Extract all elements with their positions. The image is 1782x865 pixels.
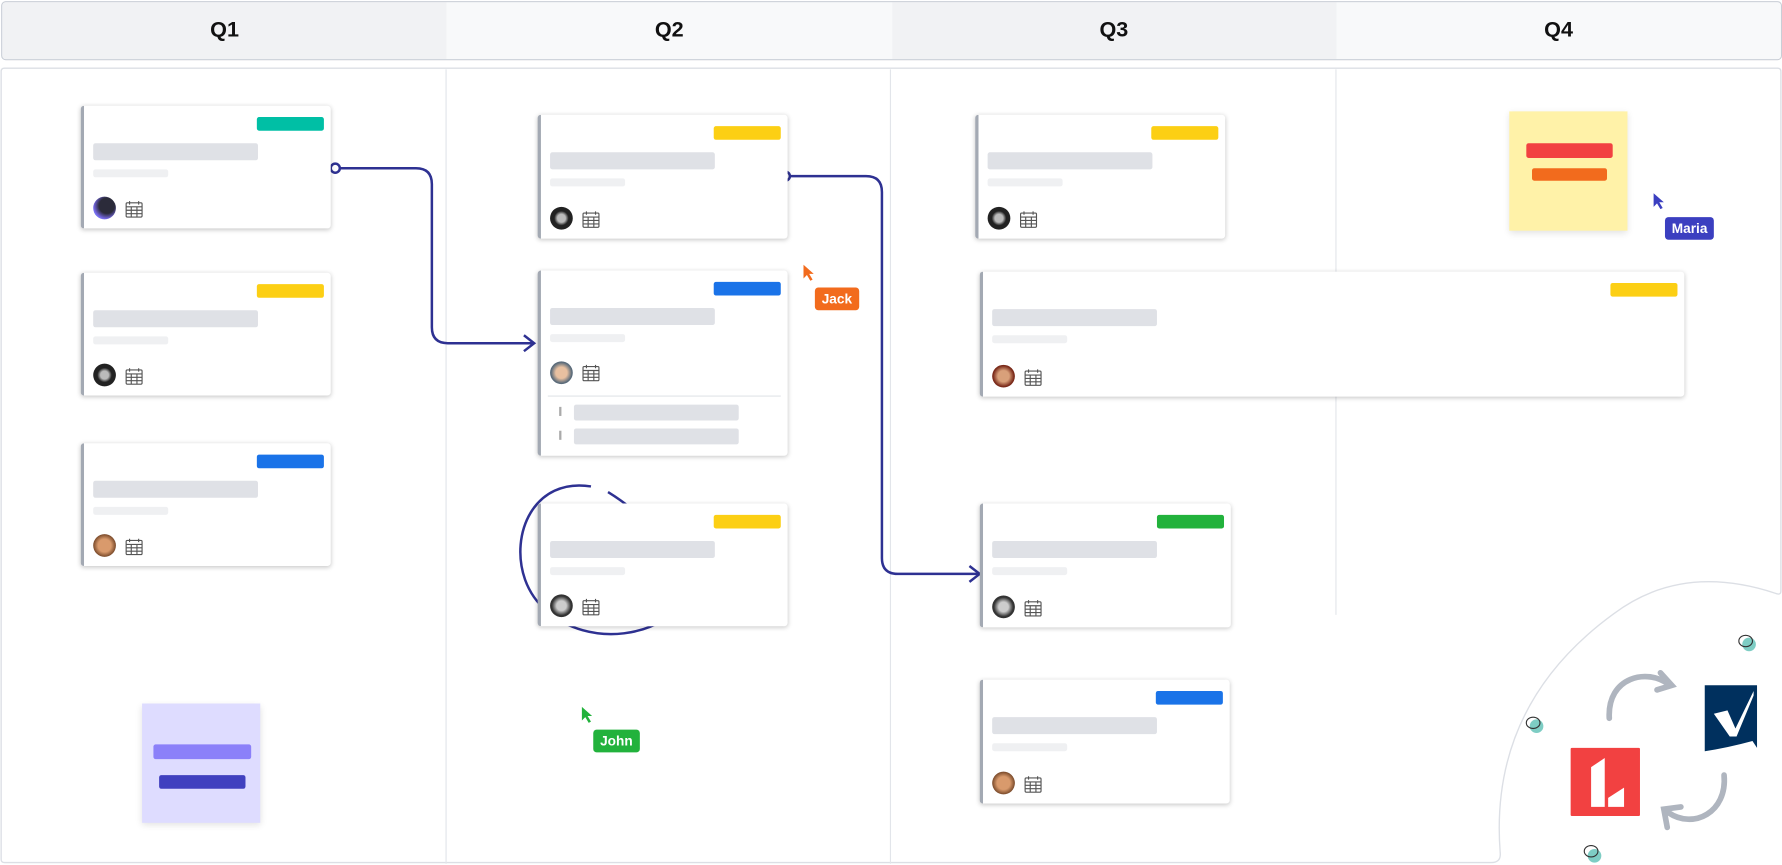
card-subtitle-placeholder xyxy=(550,334,626,343)
column-divider xyxy=(889,69,892,864)
card-title-placeholder xyxy=(93,480,258,498)
calendar-icon xyxy=(125,538,143,556)
calendar-icon xyxy=(582,211,600,228)
card-title-placeholder xyxy=(93,143,258,161)
avatar xyxy=(550,361,573,385)
status-tag xyxy=(256,454,324,469)
sticky-note-yellow[interactable] xyxy=(1509,111,1628,231)
calendar-icon xyxy=(1024,776,1042,793)
card-title-placeholder xyxy=(550,152,715,170)
lucid-logo xyxy=(1570,747,1640,817)
integration-graphic xyxy=(1525,634,1758,863)
status-tag xyxy=(713,126,781,140)
subtask-divider xyxy=(547,395,781,397)
card-subtitle-placeholder xyxy=(992,567,1068,576)
decorative-dot xyxy=(1738,634,1756,652)
calendar-icon xyxy=(125,201,143,218)
status-tag xyxy=(1155,690,1223,705)
task-card-wide[interactable] xyxy=(979,271,1685,397)
task-card[interactable] xyxy=(975,114,1226,239)
avatar xyxy=(992,364,1015,388)
card-subtitle-placeholder xyxy=(992,743,1068,752)
task-card[interactable] xyxy=(979,503,1231,628)
status-tag xyxy=(1610,282,1678,297)
avatar xyxy=(550,206,573,230)
status-tag xyxy=(256,284,324,298)
column-header-q2: Q2 xyxy=(446,2,892,60)
sync-arrows-icon xyxy=(1606,669,1727,831)
status-tag xyxy=(1156,514,1225,529)
cursor-pointer-icon xyxy=(803,264,814,281)
note-line xyxy=(159,775,246,789)
calendar-icon xyxy=(582,598,600,616)
avatar xyxy=(992,595,1015,619)
calendar-icon xyxy=(125,368,143,385)
card-title-placeholder xyxy=(550,540,715,559)
card-title-placeholder xyxy=(93,310,258,328)
avatar xyxy=(992,771,1015,795)
task-card[interactable] xyxy=(80,105,331,229)
card-subtitle-placeholder xyxy=(93,336,169,345)
card-subtitle-placeholder xyxy=(987,178,1063,187)
column-header-q3: Q3 xyxy=(891,2,1337,60)
card-title-placeholder xyxy=(987,152,1153,170)
card-subtitle-placeholder xyxy=(93,169,169,178)
note-line xyxy=(1526,143,1613,158)
card-title-placeholder xyxy=(550,307,715,326)
card-title-placeholder xyxy=(992,540,1157,559)
decorative-dot xyxy=(1583,844,1602,863)
collaborator-label-john: John xyxy=(593,729,640,753)
task-card-with-subtasks[interactable] xyxy=(537,270,788,456)
subtask-handle xyxy=(559,430,562,440)
calendar-icon xyxy=(1020,211,1038,228)
card-subtitle-placeholder xyxy=(550,178,626,187)
status-tag xyxy=(713,514,781,529)
column-divider xyxy=(445,69,447,864)
task-card[interactable] xyxy=(537,503,788,627)
card-subtitle-placeholder xyxy=(992,335,1068,344)
card-title-placeholder xyxy=(992,717,1157,735)
cursor-pointer-icon xyxy=(1653,193,1664,210)
status-tag xyxy=(713,281,781,296)
column-header-q1: Q1 xyxy=(2,2,447,60)
calendar-icon xyxy=(1024,369,1042,386)
task-card[interactable] xyxy=(80,443,331,566)
task-card[interactable] xyxy=(537,114,788,239)
avatar xyxy=(93,363,116,387)
avatar xyxy=(987,206,1011,230)
task-card[interactable] xyxy=(979,679,1230,804)
smartsheet-logo xyxy=(1704,685,1758,752)
cursor-pointer-icon xyxy=(581,706,593,723)
subtask[interactable] xyxy=(573,428,739,445)
avatar xyxy=(93,196,116,220)
decorative-dot xyxy=(1525,716,1544,734)
calendar-icon xyxy=(582,364,600,382)
quarter-header: Q1 Q2 Q3 Q4 xyxy=(1,1,1782,61)
sticky-note-purple[interactable] xyxy=(142,703,261,823)
card-title-placeholder xyxy=(992,309,1157,327)
calendar-icon xyxy=(1024,600,1042,617)
status-tag xyxy=(256,117,324,131)
avatar xyxy=(550,594,573,618)
collaborator-label-jack: Jack xyxy=(814,287,859,311)
status-tag xyxy=(1151,126,1219,140)
card-subtitle-placeholder xyxy=(93,506,169,515)
note-line xyxy=(1532,168,1608,181)
task-card[interactable] xyxy=(80,272,331,396)
card-subtitle-placeholder xyxy=(550,567,626,576)
column-header-q4: Q4 xyxy=(1336,2,1781,60)
avatar xyxy=(93,534,116,557)
collaborator-label-maria: Maria xyxy=(1664,217,1715,240)
subtask[interactable] xyxy=(573,404,739,421)
note-line xyxy=(153,744,252,760)
subtask-handle xyxy=(559,406,562,416)
